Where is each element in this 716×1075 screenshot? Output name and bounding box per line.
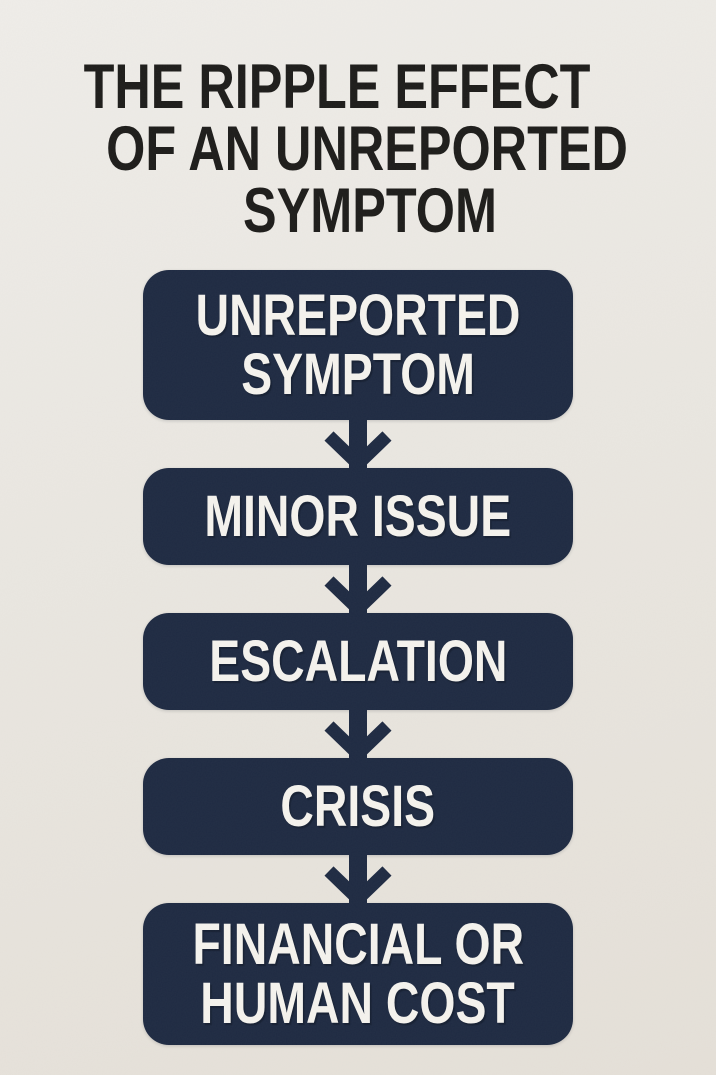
flow-box-label: HUMAN COST — [200, 971, 516, 1036]
flow-box-financial-or-human-cost: FINANCIAL OR HUMAN COST — [143, 903, 573, 1045]
down-arrow-icon — [324, 850, 392, 909]
title-line-2: OF AN UNREPORTED — [106, 114, 628, 184]
flow-box-label: MINOR ISSUE — [204, 484, 512, 549]
flow-box-crisis: CRISIS — [143, 758, 573, 855]
flow-box-label: FINANCIAL OR — [192, 912, 524, 977]
flowchart: UNREPORTED SYMPTOM MINOR ISSUE ESCALATIO… — [143, 270, 573, 1045]
flow-box-label: SYMPTOM — [241, 342, 475, 407]
title-line-3: SYMPTOM — [243, 176, 497, 246]
down-arrow-icon — [324, 560, 392, 619]
title-line-1: THE RIPPLE EFFECT — [83, 52, 591, 122]
down-arrow-icon — [324, 705, 392, 764]
page-title: THE RIPPLE EFFECT OF AN UNREPORTED SYMPT… — [0, 0, 716, 246]
down-arrow-icon — [324, 415, 392, 474]
flow-box-minor-issue: MINOR ISSUE — [143, 468, 573, 565]
flow-box-label: UNREPORTED — [195, 283, 521, 348]
flow-box-unreported-symptom: UNREPORTED SYMPTOM — [143, 270, 573, 420]
flow-box-label: ESCALATION — [208, 629, 508, 694]
flow-box-escalation: ESCALATION — [143, 613, 573, 710]
flow-box-label: CRISIS — [280, 774, 436, 839]
